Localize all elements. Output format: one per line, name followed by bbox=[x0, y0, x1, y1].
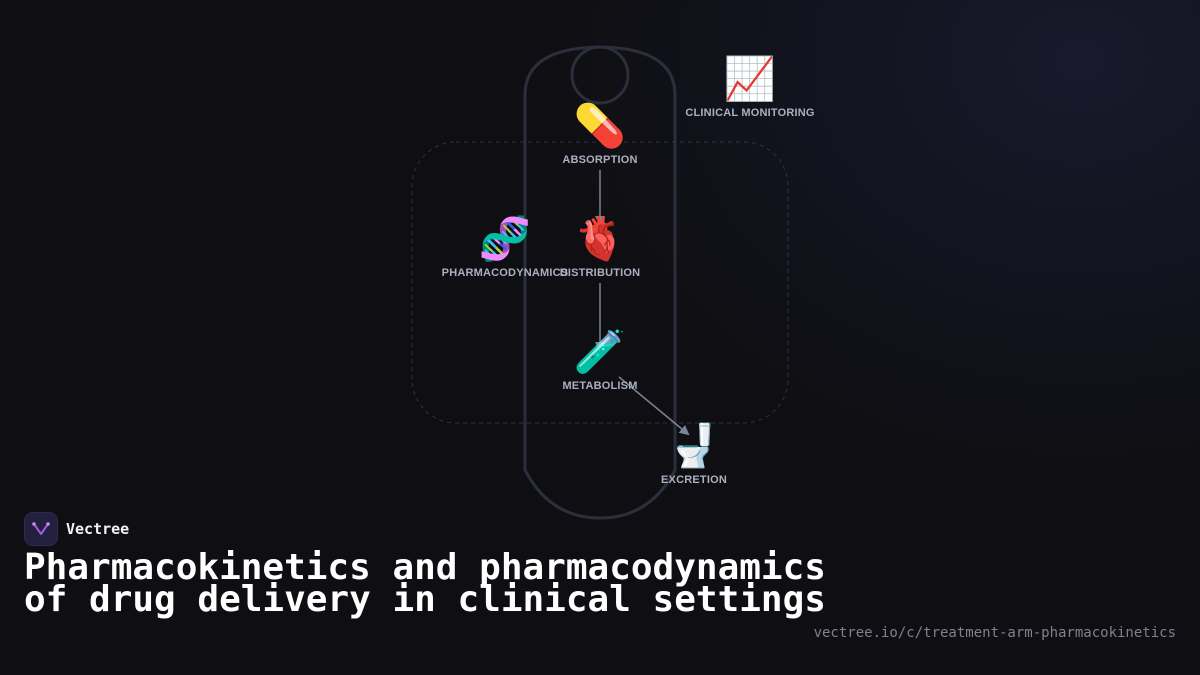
brand[interactable]: Vectree bbox=[24, 512, 129, 546]
body-silhouette-outline bbox=[523, 45, 677, 520]
node-pharmacodynamics-label: PHARMACODYNAMICS bbox=[441, 267, 569, 279]
chart-increasing-icon: 📈 bbox=[723, 54, 777, 103]
node-excretion-label: EXCRETION bbox=[661, 474, 727, 486]
node-metabolism: 🧪 METABOLISM bbox=[562, 327, 638, 393]
toilet-icon: 🚽 bbox=[667, 421, 721, 470]
page-url[interactable]: vectree.io/c/treatment-arm-pharmacokinet… bbox=[813, 625, 1176, 641]
head-outline bbox=[570, 45, 630, 105]
test-tube-icon: 🧪 bbox=[573, 327, 627, 376]
anatomical-heart-icon: 🫀 bbox=[573, 214, 627, 263]
node-pharmacodynamics: 🧬 PHARMACODYNAMICS bbox=[441, 214, 569, 280]
node-absorption-label: ABSORPTION bbox=[562, 154, 638, 166]
pill-icon: 💊 bbox=[573, 101, 627, 150]
page-title: Pharmacokinetics and pharmacodynamics of… bbox=[24, 547, 826, 620]
dna-icon: 🧬 bbox=[478, 214, 532, 263]
vectree-logo-icon bbox=[24, 512, 58, 546]
node-absorption: 💊 ABSORPTION bbox=[562, 101, 638, 167]
brand-name: Vectree bbox=[66, 520, 130, 538]
node-clinical-monitoring-label: CLINICAL MONITORING bbox=[685, 107, 815, 119]
system-boundary bbox=[411, 141, 789, 424]
node-clinical-monitoring: 📈 CLINICAL MONITORING bbox=[685, 54, 815, 120]
node-distribution-label: DISTRIBUTION bbox=[559, 267, 641, 279]
node-metabolism-label: METABOLISM bbox=[562, 380, 638, 392]
edge-metabolism-excretion bbox=[618, 376, 690, 436]
node-excretion: 🚽 EXCRETION bbox=[661, 421, 727, 487]
node-distribution: 🫀 DISTRIBUTION bbox=[559, 214, 641, 280]
vectree-logo-mark bbox=[32, 522, 50, 535]
